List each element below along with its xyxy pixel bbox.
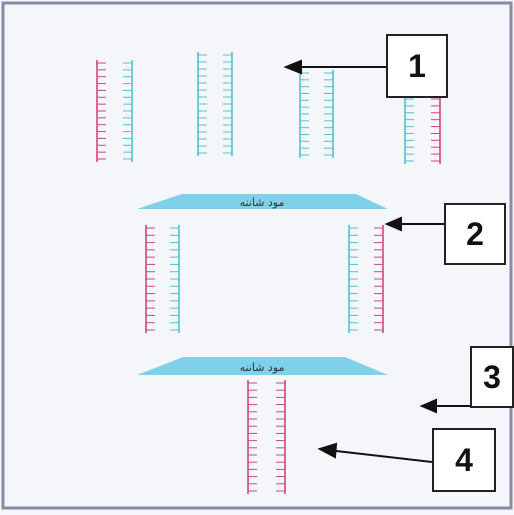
label-2: 2 — [444, 203, 506, 265]
ladder-row1-4-left-strand — [404, 96, 414, 164]
label-3: 3 — [470, 346, 514, 408]
gel-band-2-text: مود شاننه — [240, 361, 285, 374]
ladder-row1-1-right-strand — [123, 60, 133, 162]
ladder-row2-2-left-strand — [348, 225, 358, 333]
ladder-row1-2-left-strand — [197, 52, 207, 156]
ladder-row3-1-left-strand — [247, 380, 257, 494]
arrow-3 — [419, 398, 472, 414]
ladder-row1-1-left-strand — [96, 60, 106, 162]
dna-ladders — [96, 52, 441, 494]
ladder-row1-4-right-strand — [431, 96, 441, 164]
ladder-row2-2-right-strand — [374, 225, 384, 333]
arrows — [283, 59, 472, 463]
arrow-2 — [384, 216, 444, 232]
label-1: 1 — [386, 34, 448, 98]
ladder-row3-1-right-strand — [276, 380, 286, 494]
ladder-row1-3-right-strand — [324, 70, 334, 158]
label-4: 4 — [432, 428, 496, 492]
ladder-row1-2-right-strand — [223, 52, 233, 156]
gel-band-1 — [137, 194, 388, 209]
gel-band-1-text: مود شاننه — [240, 196, 285, 209]
ladder-row2-1-right-strand — [170, 225, 180, 333]
ladder-row1-3-left-strand — [299, 70, 309, 158]
arrow-4 — [317, 442, 433, 463]
arrow-1 — [283, 59, 386, 75]
gel-band-2 — [137, 357, 388, 375]
ladder-row2-1-left-strand — [145, 225, 155, 333]
